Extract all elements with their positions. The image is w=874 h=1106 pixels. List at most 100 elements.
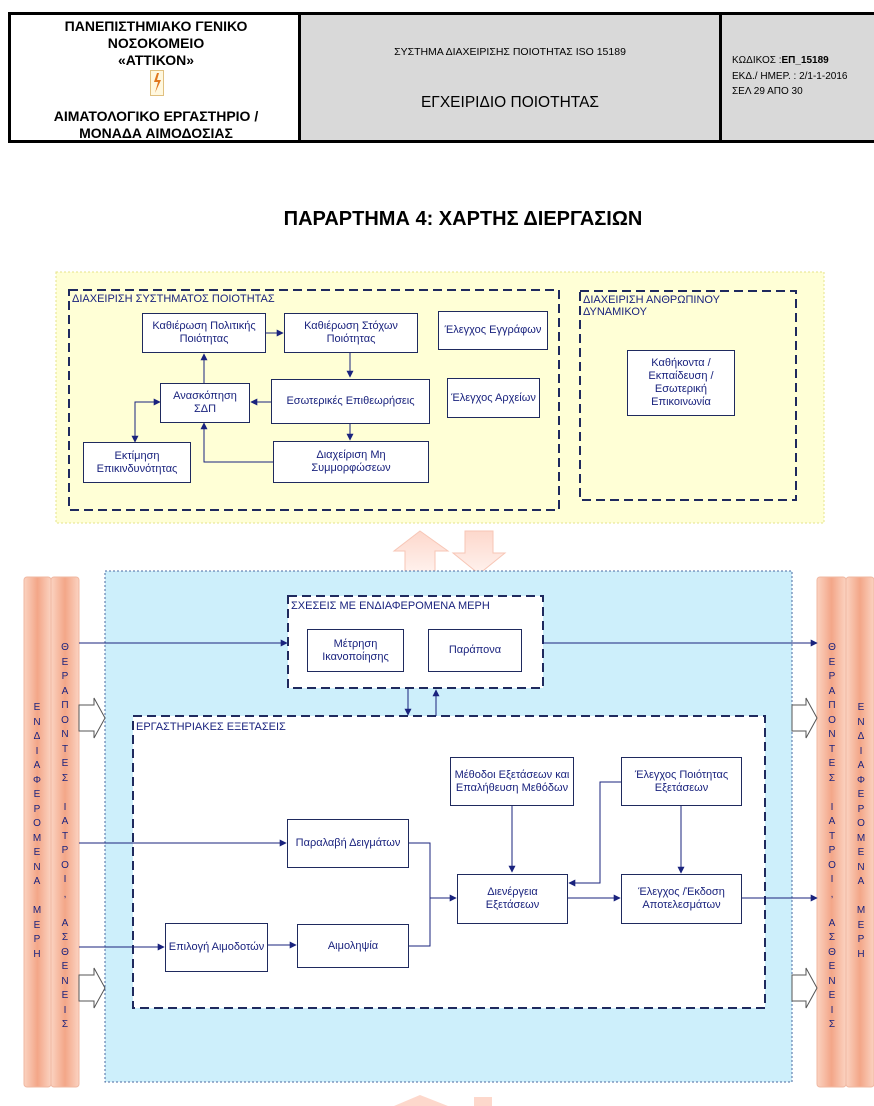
sample-connector [409, 842, 431, 898]
nonconf-box: Διαχείριση Μη Συμμορφώσεων [273, 441, 429, 483]
side-letter: Σ [828, 932, 836, 943]
hospital-name-line1: ΠΑΝΕΠΙΣΤΗΜΙΑΚΟ ΓΕΝΙΚΟ [64, 18, 248, 34]
up-arrow-icon [392, 530, 450, 575]
side-letter: Ε [33, 702, 41, 713]
side-letter: , [63, 888, 67, 900]
side-letter: Τ [61, 830, 69, 842]
side-letter [31, 890, 43, 905]
side-letter: Ο [857, 818, 865, 829]
side-letter: Ε [61, 990, 69, 1001]
side-letter: Φ [857, 774, 865, 786]
side-letter: Ν [61, 729, 69, 740]
side-letter: Σ [61, 772, 69, 784]
review-box: Ανασκόπηση ΣΔΠ [160, 383, 250, 423]
phlebotomy-box: Αιμοληψία [297, 924, 409, 968]
side-letter: Ν [828, 729, 836, 740]
right-parties-column [845, 576, 874, 1088]
side-letter: Ε [33, 789, 41, 800]
side-letter [59, 786, 71, 801]
lab-label: ΕΡΓΑΣΤΗΡΙΑΚΕΣ ΕΞΕΤΑΣΕΙΣ [136, 721, 286, 733]
document-edition: ΕΚΔ./ ΗΜΕΡ. : 2/1-1-2016 [732, 71, 848, 82]
side-letter: Ν [857, 861, 865, 873]
down-arrow-icon [451, 530, 507, 575]
output-arrow-icon-bottom [791, 967, 818, 1009]
hospital-logo-icon [150, 70, 164, 96]
document-code-label: ΚΩΔΙΚΟΣ : [732, 55, 782, 66]
side-letter: Ρ [61, 845, 69, 856]
side-letter: Ο [828, 859, 836, 871]
hospital-name-line2: ΝΟΣΟΚΟΜΕΙΟ [107, 35, 205, 51]
side-letter: Ο [33, 818, 41, 829]
side-letter: Τ [828, 830, 836, 842]
side-letter: Ε [828, 990, 836, 1001]
side-letter [826, 786, 838, 801]
side-letter: Α [33, 760, 41, 771]
hr-label: ΔΙΑΧΕΙΡΙΣΗ ΑΝΘΡΩΠΙΝΟΥ ΔΥΝΑΜΙΚΟΥ [583, 294, 720, 318]
side-letter: Μ [856, 905, 866, 916]
output-arrow-icon-top [791, 697, 818, 739]
input-arrow-icon-top [78, 697, 106, 739]
quality-mgmt-container [68, 289, 560, 511]
side-letter: Ε [857, 702, 865, 713]
side-letter: Ε [61, 961, 69, 972]
side-letter: Ρ [33, 934, 41, 945]
side-letter: Τ [828, 743, 836, 755]
side-letter: Ι [830, 801, 834, 813]
quality-manual-title: ΕΓΧΕΙΡΙΔΙΟ ΠΟΙΟΤΗΤΑΣ [420, 94, 600, 111]
side-letter: Θ [61, 642, 69, 653]
side-letter: , [830, 888, 834, 900]
side-letter: Θ [828, 642, 836, 653]
side-letter: Ε [828, 656, 836, 668]
side-letter: Σ [61, 1019, 69, 1030]
lab-name-line1: ΑΙΜΑΤΟΛΟΓΙΚΟ ΕΡΓΑΣΤΗΡΙΟ / [53, 108, 259, 124]
side-letter: Ι [830, 874, 834, 885]
phlebotomy-connector [409, 898, 431, 947]
side-letter [826, 902, 838, 917]
side-letter: Ρ [828, 671, 836, 682]
side-letter: Ε [33, 847, 41, 858]
side-letter: Η [857, 948, 865, 960]
side-letter: Π [61, 700, 69, 711]
side-letter: Ρ [33, 803, 41, 815]
input-arrow-icon-bottom [78, 967, 106, 1009]
sample-receipt-box: Παραλαβή Δειγμάτων [287, 819, 409, 868]
side-letter: Α [33, 876, 41, 887]
side-letter: Μ [32, 905, 42, 916]
side-letter: Ρ [857, 803, 865, 815]
side-letter: Ι [63, 1004, 67, 1016]
side-letter: Ε [857, 789, 865, 800]
side-letter: Ν [857, 716, 865, 728]
side-letter [59, 902, 71, 917]
records-box: Έλεγχος Αρχείων [447, 378, 540, 418]
policy-box: Καθιέρωση Πολιτικής Ποιότητας [142, 313, 266, 353]
page-title: ΠΑΡΑΡΤΗΜΑ 4: ΧΑΡΤΗΣ ΔΙΕΡΓΑΣΙΩΝ [283, 208, 643, 230]
side-letter: Ε [857, 847, 865, 858]
side-letter: Α [857, 876, 865, 887]
side-letter: Ο [61, 859, 69, 871]
side-letter: Α [828, 816, 836, 827]
side-letter: Ο [61, 714, 69, 726]
goals-box: Καθιέρωση Στόχων Ποιότητας [284, 313, 418, 353]
side-letter: Ν [828, 975, 836, 987]
side-letter: Δ [857, 731, 865, 742]
lab-name-line2: ΜΟΝΑΔΑ ΑΙΜΟΔΟΣΙΑΣ [79, 125, 233, 141]
side-letter: Ι [830, 1004, 834, 1016]
side-letter: Σ [61, 932, 69, 943]
document-code: ΚΩΔΙΚΟΣ :ΕΠ_15189 [732, 53, 829, 68]
quality-system-title: ΣΥΣΤΗΜΑ ΔΙΑΧΕΙΡΙΣΗΣ ΠΟΙΟΤΗΤΑΣ ISO 15189 [394, 46, 626, 58]
release-box: Έλεγχος /Έκδοση Αποτελεσμάτων [621, 874, 742, 924]
side-letter: Α [828, 917, 836, 929]
side-letter: Θ [828, 946, 836, 958]
side-letter: Ρ [828, 845, 836, 856]
side-letter: Α [857, 760, 865, 771]
side-letter: Ε [828, 758, 836, 769]
header-hospital-cell: ΠΑΝΕΠΙΣΤΗΜΙΑΚΟ ΓΕΝΙΚΟ ΝΟΣΟΚΟΜΕΙΟ «ΑΤΤΙΚΟ… [11, 15, 301, 141]
side-letter: Ν [61, 975, 69, 987]
nonconf-to-review-arrow [200, 422, 273, 463]
document-header: ΠΑΝΕΠΙΣΤΗΜΙΑΚΟ ΓΕΝΙΚΟ ΝΟΣΟΚΟΜΕΙΟ «ΑΤΤΙΚΟ… [8, 12, 874, 143]
side-letter: Ρ [857, 934, 865, 945]
side-letter: Ν [33, 716, 41, 728]
